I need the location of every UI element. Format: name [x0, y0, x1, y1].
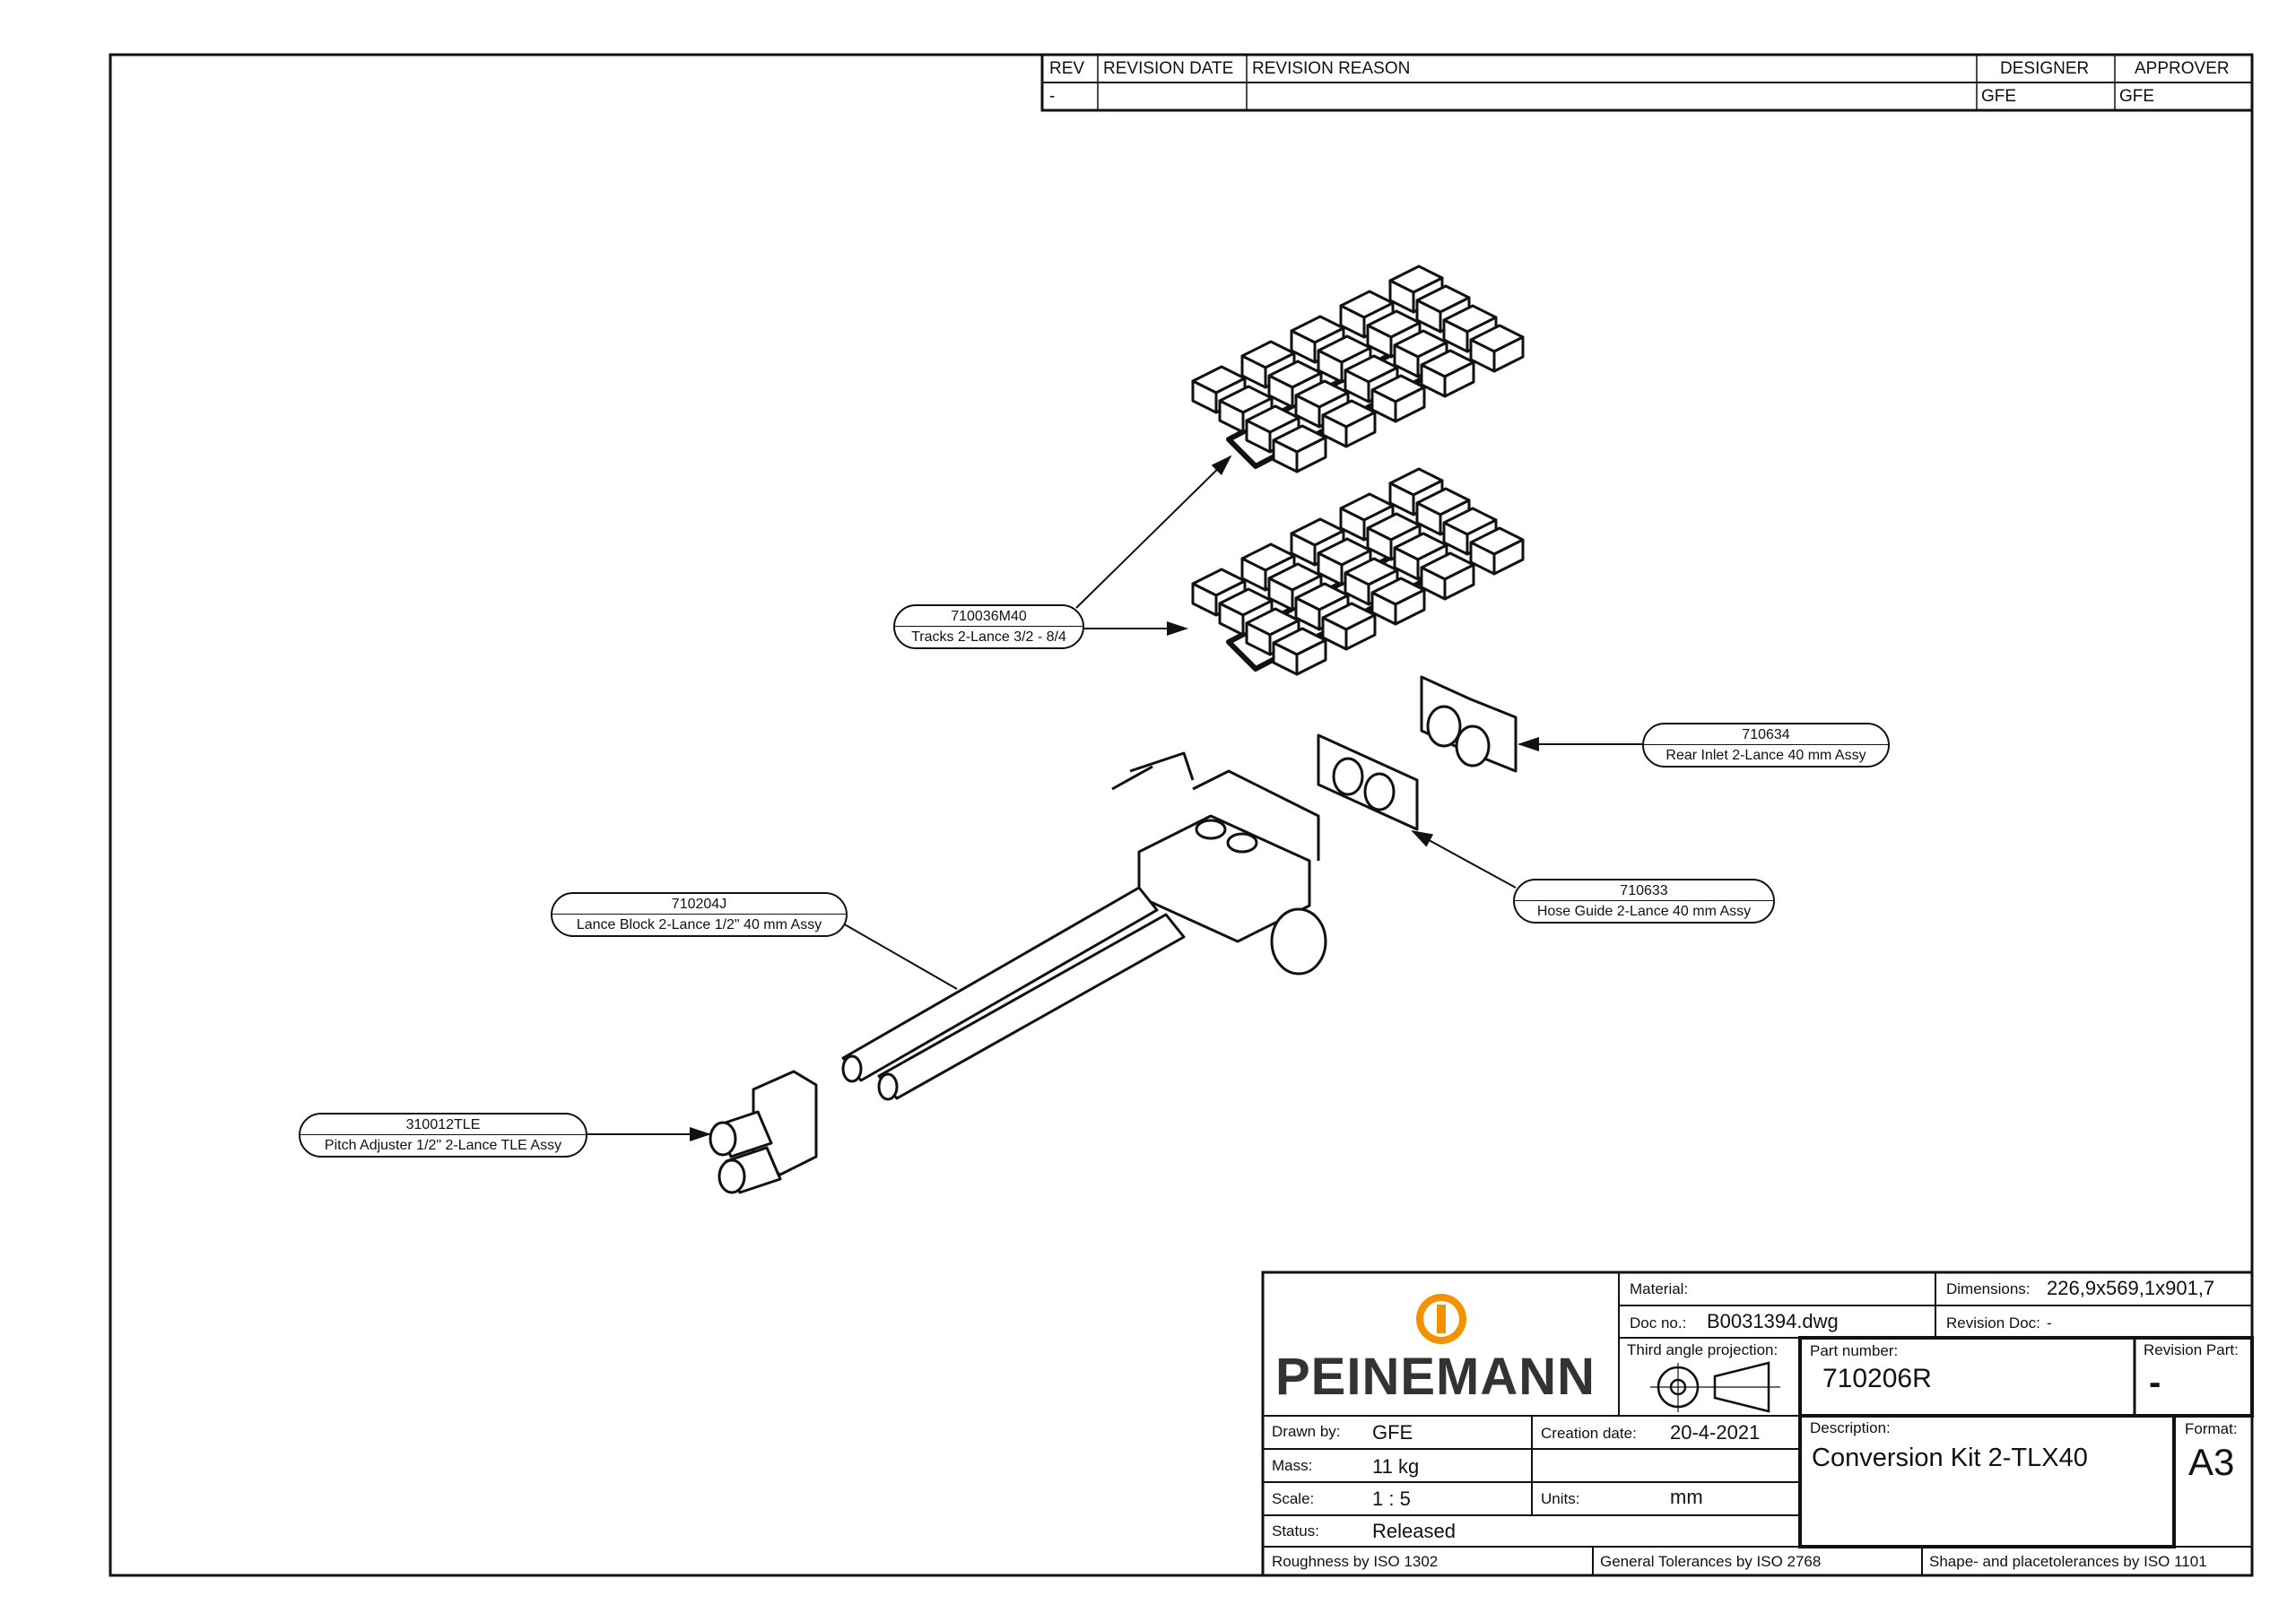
- callout-part: 710036M40: [895, 606, 1083, 627]
- track-link-front: [1492, 335, 1525, 373]
- track-link-front: [1295, 436, 1327, 473]
- callout-part: 710634: [1644, 724, 1888, 745]
- company-logo-text: PEINEMANN: [1275, 1348, 1596, 1406]
- callout-part: 710633: [1515, 880, 1773, 901]
- lance-tube: [877, 913, 1186, 1100]
- callout-desc: Rear Inlet 2-Lance 40 mm Assy: [1665, 748, 1866, 763]
- third-angle-projection-icon: [1650, 1361, 1780, 1413]
- lance-block-knob: [1195, 819, 1227, 840]
- approver-value: GFE: [2119, 87, 2155, 106]
- track-link-front: [1492, 538, 1525, 576]
- callout-desc: Lance Block 2-Lance 1/2" 40 mm Assy: [576, 917, 822, 932]
- rev-header: REV: [1049, 59, 1085, 78]
- revision-table-lines: [1040, 53, 2254, 112]
- lance-tube-end: [877, 1072, 899, 1101]
- callout-part: 710204J: [552, 894, 846, 915]
- lance-block-cylinder: [1270, 907, 1327, 976]
- footer-roughness: Roughness by ISO 1302: [1272, 1553, 1439, 1570]
- sheet-border: [109, 53, 2254, 1577]
- scale-label: Scale:: [1272, 1490, 1315, 1507]
- title-block-lines: [1261, 1271, 2254, 1577]
- pitch-adjuster-port: [709, 1121, 737, 1157]
- revision-part-value: -: [2149, 1363, 2161, 1402]
- callout-lance-block: 710204J Lance Block 2-Lance 1/2" 40 mm As…: [551, 892, 848, 937]
- mass-value: 11 kg: [1372, 1455, 1420, 1478]
- designer-header: DESIGNER: [2000, 59, 2090, 78]
- part-number-label: Part number:: [1810, 1342, 1899, 1359]
- dimensions-value: 226,9x569,1x901,7: [2047, 1277, 2215, 1299]
- rear-inlet-port: [1455, 724, 1491, 768]
- revision-doc-value: -: [2047, 1314, 2052, 1331]
- track-link-front: [1394, 386, 1426, 423]
- material-label: Material:: [1630, 1280, 1689, 1297]
- docno-value: B0031394.dwg: [1707, 1310, 1839, 1332]
- format-label: Format:: [2185, 1420, 2238, 1437]
- creation-date-label: Creation date:: [1541, 1425, 1637, 1442]
- status-value: Released: [1372, 1520, 1456, 1542]
- footer-general-tolerances: General Tolerances by ISO 2768: [1600, 1553, 1822, 1570]
- callout-pitch-adjuster: 310012TLE Pitch Adjuster 1/2" 2-Lance TLE…: [299, 1113, 587, 1158]
- drawn-by-value: GFE: [1372, 1421, 1413, 1444]
- callout-desc: Pitch Adjuster 1/2" 2-Lance TLE Assy: [324, 1138, 562, 1153]
- hose-guide-hole: [1332, 757, 1364, 796]
- status-label: Status:: [1272, 1522, 1319, 1540]
- rear-inlet-port: [1426, 705, 1462, 748]
- peinemann-logo-mark: [1416, 1294, 1466, 1344]
- revision-doc-label: Revision Doc:: [1946, 1314, 2040, 1331]
- rev-value: -: [1049, 87, 1056, 106]
- designer-value: GFE: [1981, 87, 2017, 106]
- docno-label: Doc no.:: [1630, 1314, 1687, 1331]
- projection-label: Third angle projection:: [1627, 1341, 1779, 1358]
- scale-value: 1 : 5: [1372, 1488, 1411, 1510]
- units-value: mm: [1670, 1486, 1703, 1508]
- revision-part-label: Revision Part:: [2144, 1341, 2239, 1358]
- track-link-front: [1443, 360, 1475, 398]
- units-label: Units:: [1541, 1490, 1580, 1507]
- description-label: Description:: [1810, 1419, 1891, 1436]
- callout-desc: Tracks 2-Lance 3/2 - 8/4: [911, 629, 1066, 645]
- lance-block-frame: [1192, 769, 1320, 861]
- lance-block-knob: [1226, 832, 1258, 854]
- track-link-front: [1344, 613, 1377, 651]
- approver-header: APPROVER: [2135, 59, 2230, 78]
- revision-reason-header: REVISION REASON: [1252, 59, 1411, 78]
- track-link-front: [1344, 411, 1377, 448]
- hose-guide-hole: [1363, 772, 1396, 811]
- lance-tube-end: [841, 1054, 863, 1083]
- description-value: Conversion Kit 2-TLX40: [1812, 1444, 2088, 1472]
- track-link-front: [1394, 588, 1426, 626]
- part-number-value: 710206R: [1822, 1364, 1932, 1393]
- drawn-by-label: Drawn by:: [1272, 1423, 1341, 1440]
- assembly-illustration: [709, 265, 1525, 1194]
- dimensions-label: Dimensions:: [1946, 1280, 2031, 1297]
- lance-block-lever: [1129, 751, 1195, 781]
- mass-label: Mass:: [1272, 1457, 1313, 1474]
- footer-shape-tolerances: Shape- and placetolerances by ISO 1101: [1929, 1553, 2207, 1570]
- revision-date-header: REVISION DATE: [1103, 59, 1234, 78]
- track-link-front: [1295, 638, 1327, 676]
- lance-tube: [841, 886, 1159, 1082]
- creation-date-value: 20-4-2021: [1670, 1421, 1761, 1444]
- leader-lines: [587, 455, 1642, 1141]
- lance-block-lever: [1111, 765, 1153, 791]
- callout-desc: Hose Guide 2-Lance 40 mm Assy: [1536, 904, 1752, 919]
- track-link-front: [1443, 563, 1475, 601]
- pitch-adjuster-port: [718, 1158, 746, 1194]
- format-value: A3: [2188, 1441, 2235, 1483]
- rear-inlet-plate: [1420, 675, 1518, 773]
- callout-part: 310012TLE: [300, 1115, 586, 1135]
